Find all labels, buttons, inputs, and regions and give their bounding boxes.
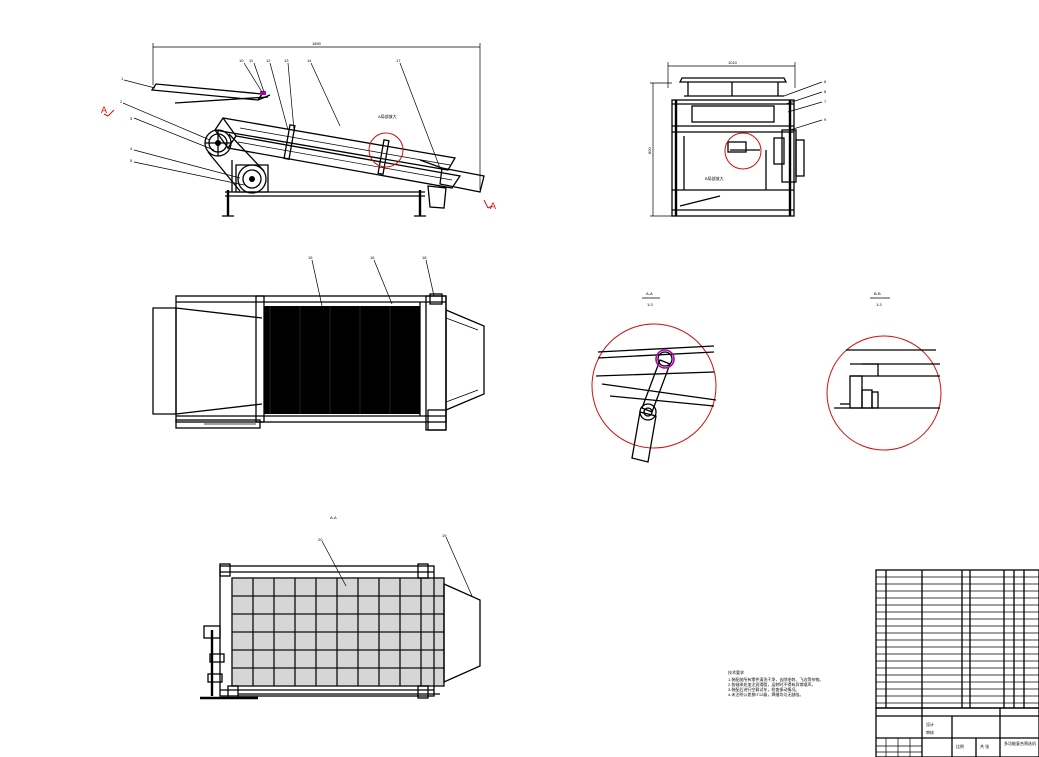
notes-line-1: 1.装配前所有零件清洗干净，去除毛刺、飞边等杂物。 [728,676,823,682]
title-scale-label: 比例 [956,743,964,749]
top-view: 15 16 18 [152,255,485,431]
technical-notes: 技术要求 1.装配前所有零件清洗干净，去除毛刺、飞边等杂物。 2.各轴承处加注润… [728,669,823,697]
notes-line-2: 2.各轴承处加注润滑脂，运转时不得有异常噪声。 [728,681,815,687]
callout-9: 9 [824,117,827,122]
title-drawing-name: 多功能复合筛选机 [1004,740,1036,746]
section-mark-right: A [490,201,496,211]
callout-7: 7 [824,99,827,104]
callout-4: 4 [130,146,133,151]
side-view: 1890 [101,41,496,217]
callout-12: 12 [266,58,271,63]
callout-2: 2 [120,99,123,104]
callout-11: 11 [249,58,254,63]
detail-a-note: A局部放大 [378,113,397,119]
notes-line-3: 3.装配后进行空载试车，检查振动情况。 [728,686,799,692]
detail-b-scale: 1:3 [876,302,882,307]
title-block: 设计 审核 比例 共 张 多功能复合筛选机 [875,707,1039,757]
title-designer: 设计 [926,721,934,727]
callout-19: 19 [442,533,447,538]
detail-a-scale: 1:3 [647,302,653,307]
callout-16: 16 [370,255,375,260]
title-checker: 审核 [926,729,934,735]
end-dimension-top: 1010 [728,60,738,65]
notes-heading: 技术要求 [728,669,744,675]
end-dimension-side: 800 [647,147,652,154]
callout-8: 8 [824,89,827,94]
callout-14: 14 [307,58,312,63]
parts-list [875,569,1039,709]
side-overall-dimension: 1890 [312,41,322,46]
callout-13: 13 [284,58,289,63]
detail-a-view: A-A 1:3 [591,291,717,463]
callout-15: 15 [308,255,313,260]
screen-grid [232,578,444,686]
magenta-marker [260,91,266,95]
callout-20: 20 [318,537,323,542]
callout-5: 5 [130,158,133,163]
detail-a-title: A-A [646,291,653,296]
section-aa-view: A-A [200,515,481,700]
section-mark-left: A [101,105,107,115]
callout-6: 6 [824,79,827,84]
callout-18: 18 [422,255,427,260]
section-aa-title: A-A [330,515,337,520]
detail-b-note: B局部放大 [705,175,724,181]
callout-17: 17 [396,58,401,63]
callout-10: 10 [239,58,244,63]
screen-mesh [264,306,420,414]
notes-line-4: 4.未注明公差按IT12级，焊缝均匀无缺陷。 [728,691,803,697]
detail-b-view: B-B 1:3 [826,291,942,451]
detail-b-title: B-B [874,291,881,296]
end-view: 1010 800 B局部放大 6 [647,60,827,217]
title-sheet-label: 共 张 [980,743,989,749]
callout-3: 3 [130,116,133,121]
callout-1: 1 [121,76,124,81]
